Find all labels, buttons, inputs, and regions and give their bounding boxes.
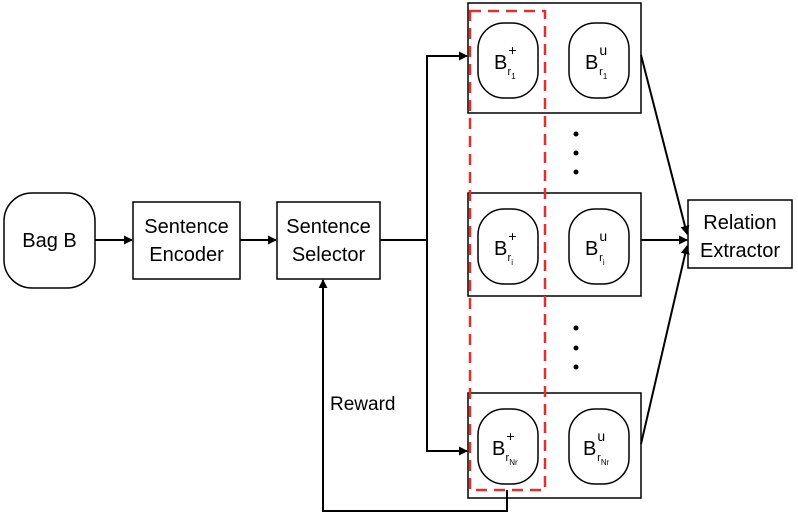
selected-positive-region bbox=[468, 9, 547, 492]
pos-bag-nr bbox=[477, 408, 539, 485]
relation-extractor-node: Relation Extractor bbox=[687, 199, 793, 269]
bag-node: Bag B bbox=[3, 192, 96, 289]
reward-label: Reward bbox=[330, 394, 395, 415]
unl-bag-nr bbox=[568, 408, 630, 485]
arrow-group-1-to-extractor bbox=[640, 54, 690, 235]
pos-bag-i bbox=[477, 208, 539, 285]
pos-bag-1 bbox=[477, 22, 539, 99]
arrow-selector-to-group-nr bbox=[426, 240, 468, 456]
encoder-label-line2: Encoder bbox=[149, 244, 224, 266]
ellipsis-upper bbox=[573, 131, 579, 175]
extractor-label-line1: Relation bbox=[703, 212, 776, 234]
unl-bag-1 bbox=[568, 22, 630, 99]
pos-bag-i-label: B+ri bbox=[494, 228, 517, 267]
encoder-label-line1: Sentence bbox=[144, 216, 229, 238]
pos-bag-nr-label: B+rNr bbox=[492, 428, 518, 467]
ellipsis-lower bbox=[573, 325, 579, 370]
unl-bag-i bbox=[568, 208, 630, 285]
arrow-selector-to-group-1 bbox=[380, 51, 468, 241]
reward-feedback-arrow bbox=[318, 279, 508, 512]
bag-label: Bag B bbox=[22, 230, 76, 252]
selector-label-line1: Sentence bbox=[286, 216, 371, 238]
selector-label-line2: Selector bbox=[292, 244, 366, 266]
sentence-selector-node: Sentence Selector bbox=[276, 201, 381, 280]
group-box-i bbox=[467, 192, 642, 297]
extractor-label-line2: Extractor bbox=[700, 240, 780, 262]
pos-bag-1-label: B+r1 bbox=[494, 42, 517, 81]
group-box-nr bbox=[467, 392, 642, 499]
arrow-group-nr-to-extractor bbox=[640, 245, 690, 445]
sentence-encoder-node: Sentence Encoder bbox=[132, 201, 241, 280]
